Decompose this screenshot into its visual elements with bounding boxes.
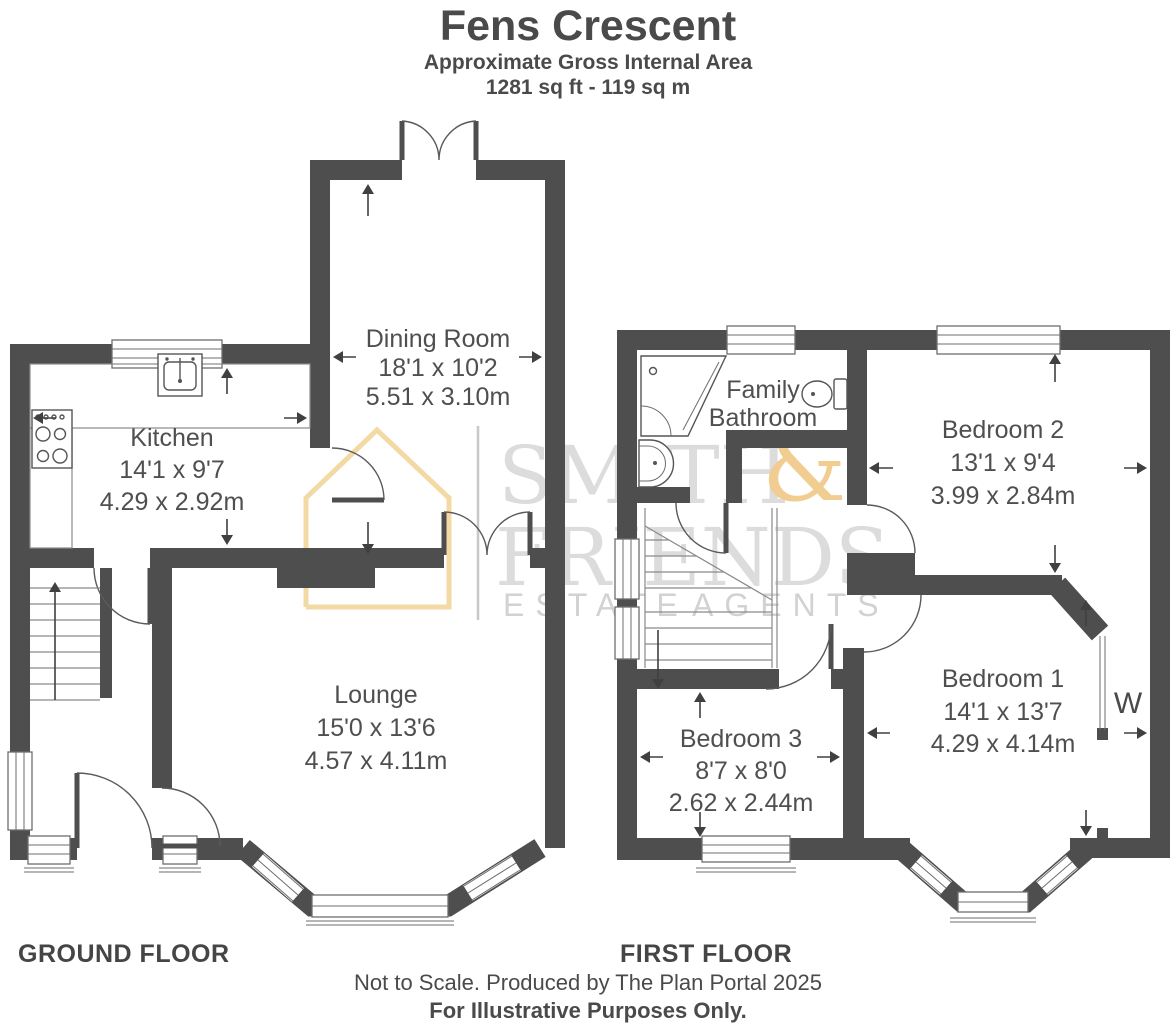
bedroom1-door <box>863 594 922 653</box>
front-window-right <box>159 835 201 873</box>
landing-window-lower <box>614 606 640 660</box>
family-bathroom-label-2: Bathroom <box>709 404 817 432</box>
basin-icon <box>638 439 675 488</box>
bedroom3-door <box>765 623 834 690</box>
plan-header: Fens Crescent Approximate Gross Internal… <box>424 2 753 99</box>
watermark-estate: ESTATE <box>503 587 689 623</box>
hall-to-lounge-door <box>161 787 221 849</box>
ground-floor-label: GROUND FLOOR <box>18 940 230 968</box>
plan-footer: GROUND FLOOR FIRST FLOOR Not to Scale. P… <box>18 940 822 1023</box>
bedroom3-size-imperial: 8'7 x 8'0 <box>695 757 787 785</box>
first-floor-staircase <box>644 508 778 668</box>
ground-floor-walls <box>10 160 565 860</box>
family-bathroom-label-1: Family <box>726 376 800 404</box>
first-floor-walls <box>617 330 1170 860</box>
bedroom3-label: Bedroom 3 <box>680 725 802 753</box>
bedroom2-size-imperial: 13'1 x 9'4 <box>950 449 1056 477</box>
bedroom3-size-metric: 2.62 x 2.44m <box>669 789 814 817</box>
lounge-size-imperial: 15'0 x 13'6 <box>316 714 435 742</box>
dining-room-size-metric: 5.51 x 3.10m <box>366 383 511 411</box>
bedroom2-label: Bedroom 2 <box>942 416 1064 444</box>
lounge-label: Lounge <box>334 681 417 709</box>
bedroom1-label: Bedroom 1 <box>942 665 1064 693</box>
ground-floor-plan: Dining Room 18'1 x 10'2 5.51 x 3.10m Kit… <box>7 120 565 926</box>
bedroom1-size-imperial: 14'1 x 13'7 <box>943 698 1062 726</box>
kitchen-size-metric: 4.29 x 2.92m <box>100 488 245 516</box>
dimension-arrows <box>33 184 1147 837</box>
kitchen-label: Kitchen <box>130 424 213 452</box>
bedroom2-window <box>936 325 1061 355</box>
bedroom2-size-metric: 3.99 x 2.84m <box>931 482 1076 510</box>
front-window-left <box>24 835 74 873</box>
kitchen-to-dining-door <box>331 447 385 503</box>
landing-window-upper <box>614 538 640 600</box>
front-door <box>74 772 153 849</box>
lounge-double-doors <box>441 511 533 556</box>
bedroom3-window <box>696 835 796 873</box>
bedroom1-bay-window <box>910 855 1078 923</box>
kitchen-sink-icon <box>157 353 203 397</box>
kitchen-size-imperial: 14'1 x 9'7 <box>119 456 224 484</box>
page-subtitle: Approximate Gross Internal Area <box>424 51 753 74</box>
page-area: 1281 sq ft - 119 sq m <box>486 76 690 99</box>
house-logo-icon <box>303 426 452 610</box>
page-title: Fens Crescent <box>440 2 736 50</box>
footer-illustrative: For Illustrative Purposes Only. <box>429 998 746 1023</box>
first-floor-label: FIRST FLOOR <box>620 940 792 968</box>
stair-rail-wall <box>100 568 112 698</box>
dining-room-size-imperial: 18'1 x 10'2 <box>378 354 497 382</box>
bedroom2-door <box>866 504 916 554</box>
lounge-bay-window <box>252 853 521 926</box>
wardrobe-angled-wall <box>1048 577 1109 641</box>
hall-side-window <box>7 751 33 831</box>
shower-icon <box>640 355 728 437</box>
dining-french-doors <box>399 120 479 161</box>
wardrobe-label: W <box>1114 687 1143 720</box>
dining-room-label: Dining Room <box>366 325 511 353</box>
bathroom-window <box>726 325 796 355</box>
kitchen-to-hall-door <box>93 567 153 625</box>
bedroom1-size-metric: 4.29 x 4.14m <box>931 730 1076 758</box>
wardrobe-partition <box>1099 636 1106 730</box>
bathroom-door <box>675 502 729 554</box>
lounge-size-metric: 4.57 x 4.11m <box>305 747 448 775</box>
toilet-icon <box>801 378 848 410</box>
chimney-breast <box>277 568 375 588</box>
ground-staircase <box>30 587 100 701</box>
first-floor-plan: Family Bathroom Bedroom 2 13'1 x 9'4 3.9… <box>614 325 1170 923</box>
footer-disclaimer: Not to Scale. Produced by The Plan Porta… <box>354 970 822 995</box>
